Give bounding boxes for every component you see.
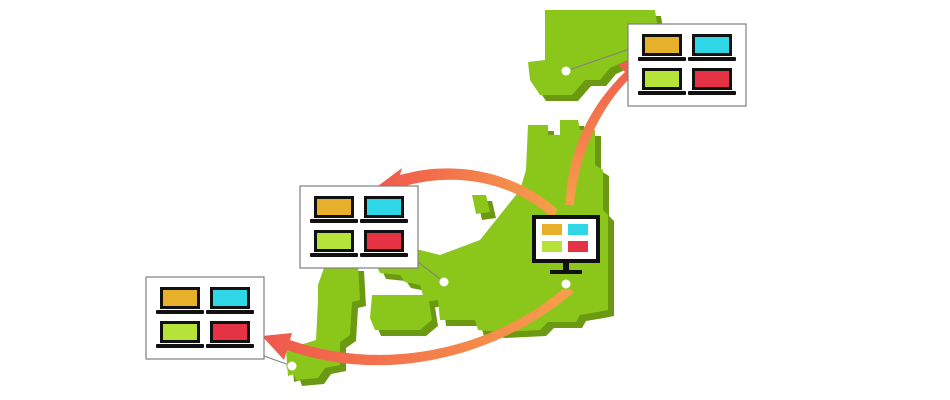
- shikoku: [370, 295, 432, 330]
- laptop-group-icon: [145, 276, 265, 360]
- monitor-icon: [532, 215, 600, 274]
- arrow-to-center-panel: [378, 168, 558, 218]
- laptop-group-icon: [299, 185, 419, 269]
- hokkaido: [528, 10, 658, 95]
- location-dot: [560, 278, 572, 290]
- location-dot: [286, 360, 298, 372]
- branch-panel-southwest: [145, 276, 265, 360]
- laptop-group-icon: [627, 23, 747, 107]
- arrow-to-southwest-panel: [262, 286, 574, 366]
- location-dot: [560, 65, 572, 77]
- location-dots: [286, 65, 572, 372]
- japan-map: [286, 10, 664, 386]
- branch-panel-north: [627, 23, 747, 107]
- branch-panel-center: [299, 185, 419, 269]
- honshu: [365, 120, 608, 332]
- location-dot: [438, 276, 450, 288]
